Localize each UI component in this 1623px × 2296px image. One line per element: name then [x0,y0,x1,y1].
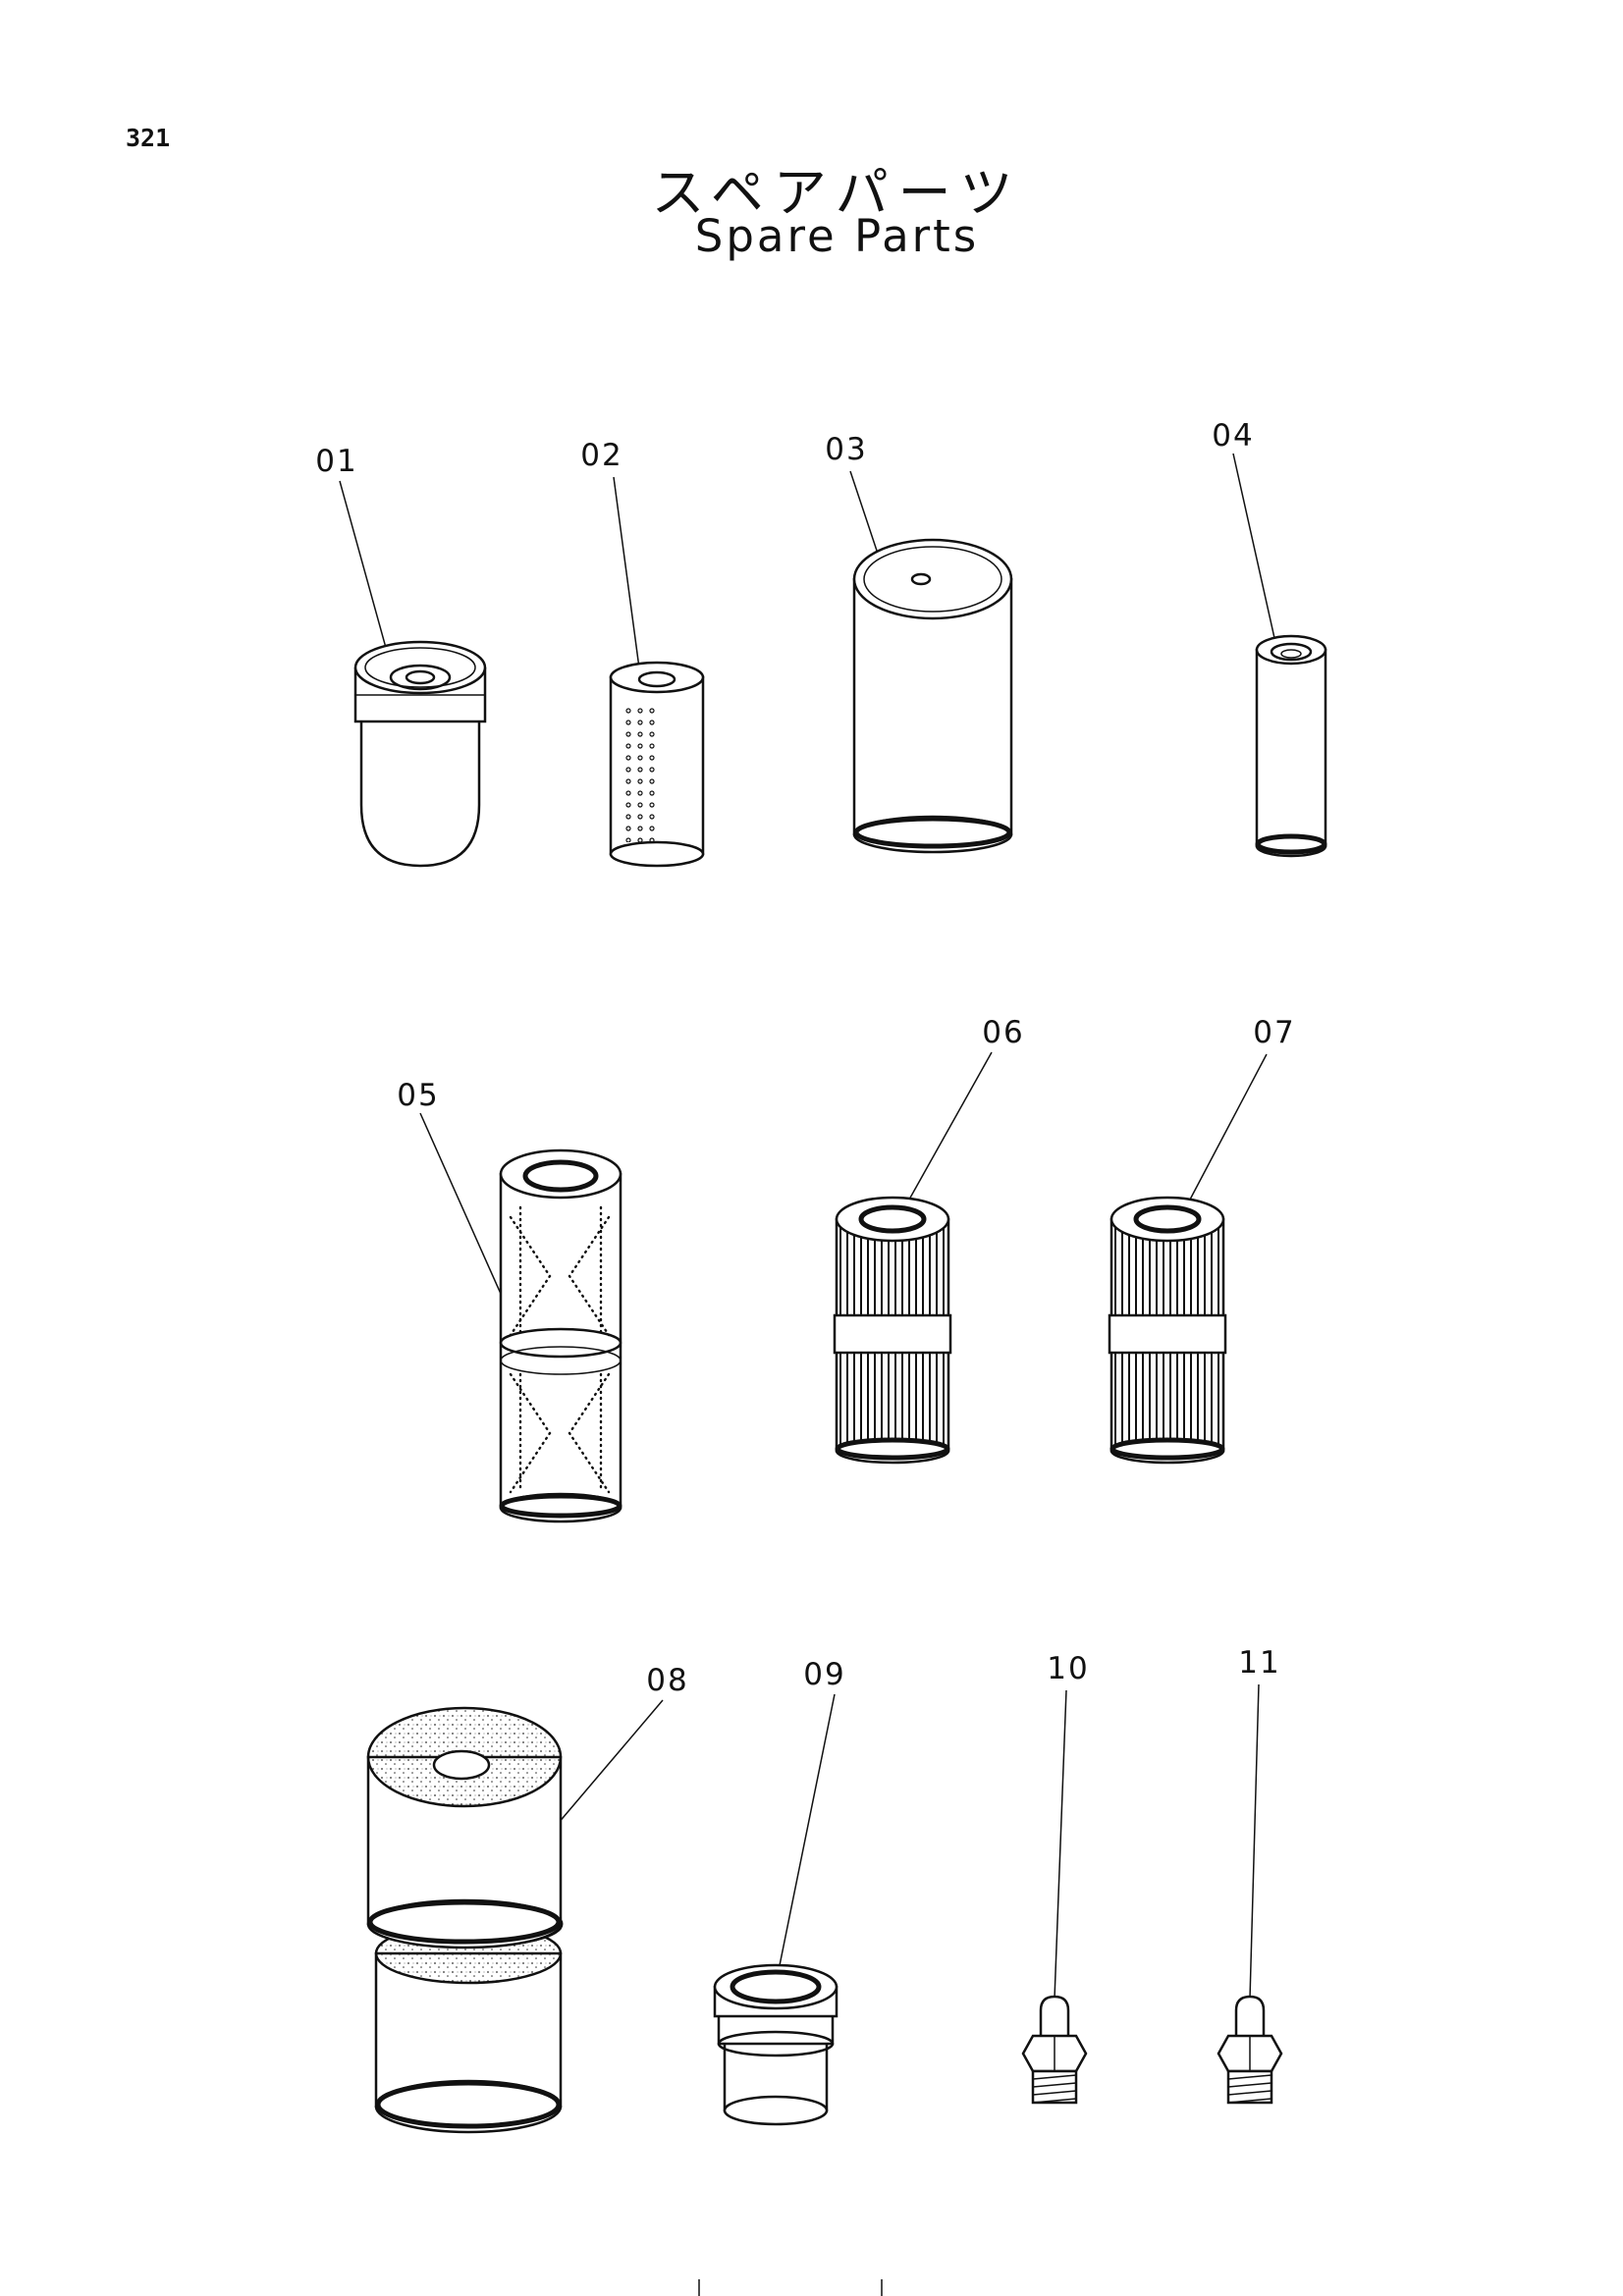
scan-marks [698,2279,883,2296]
part-06-element [833,1196,952,1465]
callout-02: 02 [580,438,623,473]
page-title-japanese: スペアパーツ [651,162,1023,224]
part-09-cap [713,1963,839,2126]
part-11-grease-nipple [1217,1995,1283,2105]
part-01-filter [353,640,487,868]
leader-lines [339,453,1275,2000]
part-10-grease-nipple [1021,1995,1088,2105]
part-02-element [609,661,705,868]
callout-10: 10 [1047,1651,1090,1686]
callout-01: 01 [315,444,358,479]
part-03-element [852,538,1013,854]
part-07-element [1108,1196,1227,1465]
callout-03: 03 [825,432,868,467]
callout-11: 11 [1238,1645,1281,1681]
callout-08: 08 [646,1663,689,1698]
callout-09: 09 [803,1657,846,1692]
part-05-element [499,1148,622,1523]
page-title-english: Spare Parts [694,210,980,262]
callout-07: 07 [1253,1015,1296,1050]
callout-04: 04 [1212,418,1255,454]
callout-06: 06 [982,1015,1025,1050]
part-04-element [1255,634,1327,858]
page-number: 321 [126,124,171,152]
part-08-air-filter [366,1706,564,2134]
callout-05: 05 [397,1078,440,1113]
